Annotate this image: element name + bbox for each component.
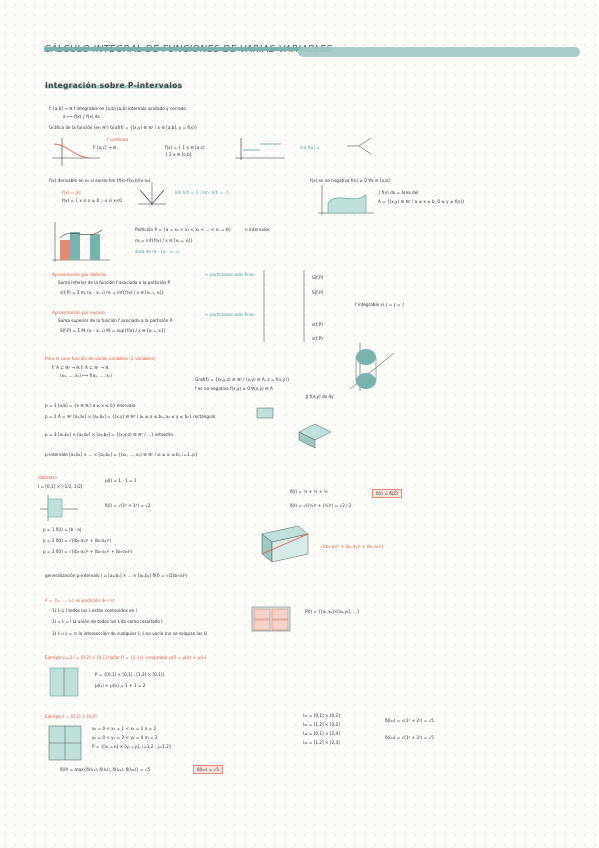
example-rect-icon bbox=[49, 667, 79, 697]
heading-approx-excess: Aproximación por exceso bbox=[52, 310, 105, 315]
rectangle-icon bbox=[256, 407, 274, 419]
note-finer-2: + particiones más finas bbox=[205, 312, 255, 317]
note-ej2j: δ(I₁₁) = √(1² + 2²) = √5 bbox=[385, 718, 434, 723]
note-example-4: μ(I₁) + μ(I₂) = 1 + 1 = 2 bbox=[95, 683, 146, 688]
note-continuous: f continua bbox=[107, 137, 129, 142]
note-p1: p = 1 [a,b] = {x ∈ ℝ / a ≤ x ≤ b} interv… bbox=[45, 403, 136, 408]
note-graph-def: Gráfica de la función (en ℝ²) Graf(f) = … bbox=[49, 125, 198, 130]
note-mu: μ(I) = 1 · 1 = 1 bbox=[105, 478, 137, 483]
note-ej2g: I₂₁ = [1,2] × [0,2] bbox=[303, 722, 340, 727]
note-def: f: [a,b] → ℝ f integrable en [a,b] (a,b)… bbox=[49, 106, 186, 111]
note-delta-sqrt: δ(I) = √((½)² + (½)²) = √2 / 2 bbox=[290, 503, 352, 508]
box-3d-icon bbox=[298, 423, 332, 449]
note-nonneg: f(x) es no negativa f(x) ≥ 0 ∀x ∈ [a,b] bbox=[310, 178, 390, 183]
note-ej2f: I₁₁ = [0,1] × [0,2] bbox=[303, 713, 340, 718]
note-example-2: P = {[0,1] × [0,1] , [1,2] × [0,1]} bbox=[95, 672, 166, 677]
note-partition: Partición P = {a = x₀ < x₁ < x₂ < ... < … bbox=[135, 227, 232, 232]
note-limits: lim f(x) = bbox=[300, 145, 320, 150]
graph-continuous-icon bbox=[52, 138, 100, 166]
note-s1: s(f,P) bbox=[312, 322, 323, 327]
note-d1: p = 1 δ(I) = |b - a| bbox=[43, 527, 82, 532]
graph-3d-surface-icon bbox=[349, 343, 395, 391]
note-d2: p = 2 δ(I) = √((b₁-a₁)² + (b₂-a₂)²) bbox=[43, 538, 112, 543]
answer-box-1: δ(I) = δ(Z) bbox=[372, 489, 402, 498]
section-heading: Integración sobre P-intervalos bbox=[45, 81, 183, 90]
answer-box-2: δ(I₁₁) = √5 bbox=[193, 765, 223, 774]
note-approx-excess3: S(f,P) = Σ Mᵢ (xᵢ - xᵢ₋₁) Mᵢ = sup{f(x) … bbox=[60, 328, 166, 333]
partition-grid-icon bbox=[251, 606, 291, 632]
note-sv1: f: A ⊆ ℝ² → ℝ f: A ⊆ ℝⁿ → ℝ bbox=[52, 365, 109, 370]
graph-square-icon bbox=[40, 495, 78, 521]
note-ej2c: y₀ = 0 < y₁ = 2 < y₂ = 4 m = 2 bbox=[92, 735, 158, 740]
note-approx-excess2: Suma superior de la función f asociada a… bbox=[58, 318, 173, 323]
note-partition3: mᵢ = inf{f(x) / x ∈ [xᵢ₋₁, xᵢ]} bbox=[135, 238, 193, 243]
note-ej2h: I₁₂ = [0,1] × [2,4] bbox=[303, 731, 340, 736]
note-area2: A = {(x,y) ∈ ℝ² / a ≤ x ≤ b, 0 ≤ y ≤ f(x… bbox=[378, 199, 465, 204]
note-p3: p = 3 [a₁,b₁] × [a₂,b₂] × [a₃,b₃] = {(x,… bbox=[45, 432, 173, 437]
note-ex1: I = [0,1] × [-1/2, 1/2] bbox=[38, 484, 83, 489]
note-ej2e: δ(P) = max{δ(I₁₁), δ(I₁₂), δ(I₂₁), δ(I₂₂… bbox=[60, 767, 151, 772]
note-d3-formula: √((b₁-a₁)² + (b₂-a₂)² + (b₃-a₃)²) bbox=[320, 544, 384, 549]
note-cont1: f: [a,c] → ℝ bbox=[93, 145, 117, 150]
note-S1: S(f,P) bbox=[312, 275, 324, 280]
note-partition4: área de mᵢ · (xᵢ - xᵢ₋₁) bbox=[135, 249, 179, 254]
note-delta: δ(I) = √(1² + 1²) = √2 bbox=[105, 503, 151, 508]
note-sv2: (x₁, ..., xₙ) ⟼ f(x₁, ..., xₙ) bbox=[60, 373, 112, 378]
note-delta-frac: δ(I) = ½ + ½ + ½ bbox=[290, 489, 328, 494]
note-S2: S(f,P) bbox=[312, 290, 324, 295]
graph-area-icon bbox=[318, 185, 374, 215]
note-ej2k: δ(I₂₂) = √(1² + 2²) = √5 bbox=[385, 735, 434, 740]
note-d3: p = 3 δ(I) = √((b₁-a₁)² + (b₂-a₂)² + (b₃… bbox=[43, 549, 133, 554]
note-area1: ∫ f(x) dx = área del bbox=[378, 190, 419, 195]
heading-example-1: Ejemplo p=2 I = [0,2] × [0,1] hallar P =… bbox=[45, 655, 207, 660]
note-lims: lim h/h = 1 ; lim -h/h = -1 bbox=[175, 190, 229, 195]
note-pc2: 2) ∪ Iᵢ = I la unión de todos los Iᵢ da … bbox=[52, 619, 163, 624]
heading-several-vars: Para el caso función de varias variables… bbox=[45, 356, 156, 361]
note-ej2i: I₂₂ = [1,2] × [2,4] bbox=[303, 740, 340, 745]
note-s2: s(f,P) bbox=[312, 336, 323, 341]
note-cont2: f(x) = { 1 x ∈ [a,c) bbox=[165, 145, 205, 150]
note-sv4: f es no negativa f(x,y) ≥ 0 ∀(x,y) ∈ A bbox=[195, 386, 273, 391]
note-partition2: n intervalos bbox=[245, 227, 270, 232]
heading-approx-defect: Aproximación por defecto bbox=[52, 272, 106, 277]
note-abs2: f(x) = { x si x ≥ 0 ; -x si x<0 bbox=[62, 198, 122, 203]
page-title: Cálculo integral de funciones de varias … bbox=[44, 44, 333, 55]
note-p2: p = 2 A = ℝ² [a₁,b₁] × [a₂,b₂] = {(x,y) … bbox=[45, 414, 216, 419]
limits-diagram bbox=[347, 137, 372, 155]
note-sv5: ∬ f(x,y) dx dy bbox=[305, 394, 334, 399]
title-decoration-bar bbox=[298, 47, 580, 57]
diagonal-box-icon bbox=[261, 525, 309, 563]
note-pinterval: p-intervalo [a₁,b₁] × ... × [aₚ,bₚ] = {(… bbox=[45, 452, 198, 457]
note-def2: x ⟼ f(x) ∫ f(x) dx bbox=[63, 114, 100, 119]
note-dgen: generalización p-intervalo I = [a₁,b₁] ×… bbox=[45, 573, 188, 578]
note-ej2b: x₀ = 0 < x₁ = 1 < x₂ = 2 n = 2 bbox=[92, 726, 157, 731]
note-pc1: 1) Iᵢ ⊆ I todos los Iᵢ están contenidos … bbox=[52, 608, 137, 613]
integral-chain-diagram bbox=[263, 270, 305, 342]
graph-partition-icon bbox=[52, 222, 110, 262]
note-abs: f(x) = |x| bbox=[62, 190, 81, 195]
heading-example-2: Ejemplo I = [0,2] × [0,4] bbox=[45, 714, 97, 719]
note-integrable: f integrable si ∫ = ∫ = ∫ bbox=[355, 302, 405, 307]
note-derivable: f(x) derivable en x₀ si existe lim (f(x)… bbox=[49, 178, 151, 183]
note-approx-defect3: s(f,P) = Σ mᵢ (xᵢ - xᵢ₋₁) mᵢ = inf{f(x) … bbox=[60, 290, 165, 295]
note-finer-1: + particiones más finas bbox=[205, 272, 255, 277]
note-approx-defect2: Suma inferior de la función f asociada a… bbox=[58, 280, 171, 285]
note-pc3: 3) Iᵢ ∩ Iⱼ = ∅ la intersección de cualqu… bbox=[52, 631, 208, 636]
heading-diameter: diámetro bbox=[38, 475, 57, 480]
note-partition-set: P(I) = {[a₁,x₁]×[a₂,y₁], ...} bbox=[305, 609, 360, 614]
note-cont3: { 2 x ∈ [c,b] bbox=[165, 152, 192, 157]
graph-step-icon bbox=[235, 138, 285, 160]
heading-partition: P = {I₁, ..., Iₖ} es partición de I si: bbox=[45, 598, 116, 603]
note-ej2d: P = {[xᵢ₋₁,xᵢ] × [yⱼ₋₁,yⱼ], i=1,2 ; j=1,… bbox=[92, 744, 172, 749]
note-sv3: Graf(f) = {(x,y,z) ∈ ℝ³ / (x,y) ∈ A, z =… bbox=[195, 377, 290, 382]
example2-grid-icon bbox=[48, 725, 82, 761]
graph-abs-icon bbox=[138, 182, 166, 206]
